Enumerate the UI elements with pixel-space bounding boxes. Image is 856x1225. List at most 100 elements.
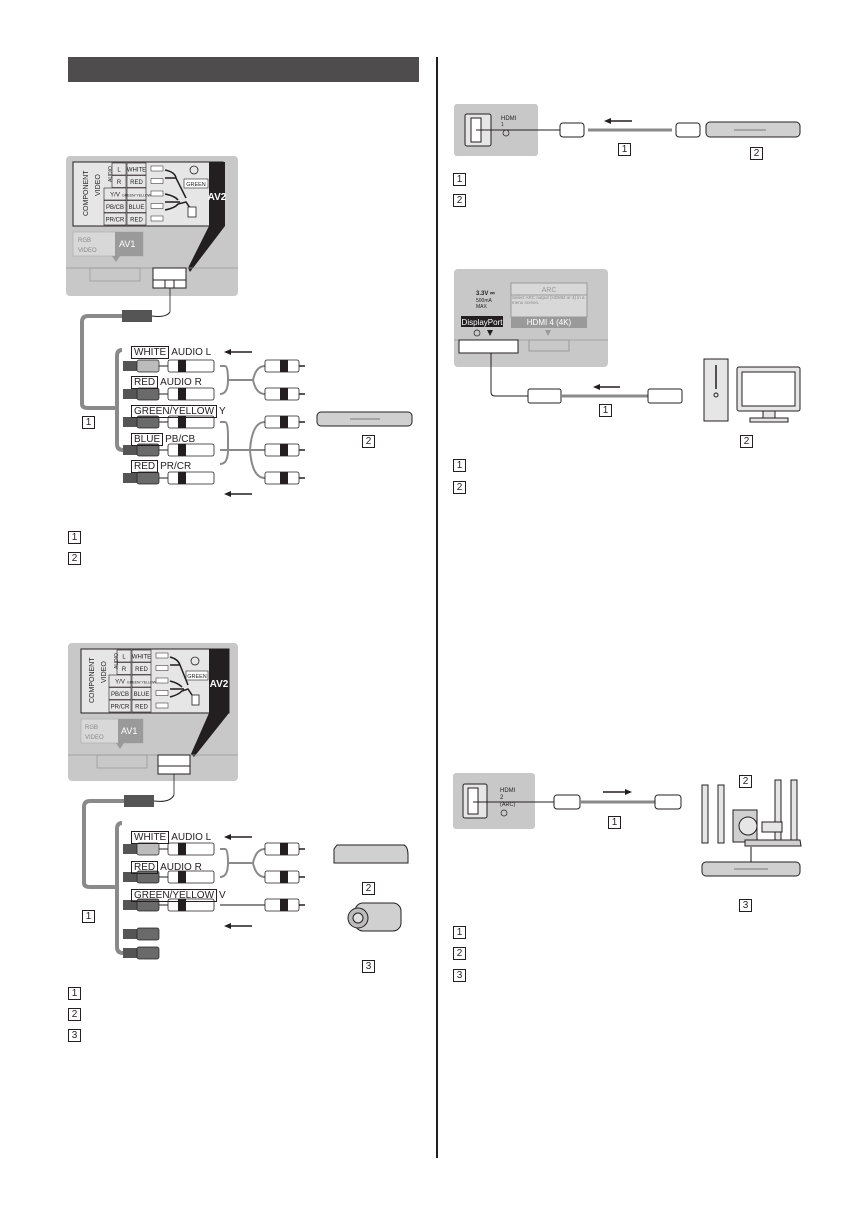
displayport-label: DisplayPort (462, 318, 504, 327)
callout-1: 1 (608, 816, 621, 829)
terminal-signal-label: PR/CR (106, 218, 125, 224)
av1-label: AV1 (119, 239, 135, 249)
av1-rgb-label: RGB (85, 725, 98, 731)
legend-item-1: 1 (453, 173, 466, 186)
terminal-signal-label: L (122, 655, 126, 661)
hdmi-plug (553, 794, 581, 810)
rca-plug-grip (123, 361, 137, 371)
hdmi-port-label: HDMI (500, 788, 516, 794)
av2-label: AV2 (208, 192, 227, 203)
scart-adapter-plug (122, 310, 152, 322)
callout-1: 1 (82, 416, 95, 429)
arc-label: (ARC) (500, 802, 515, 808)
terminal-signal-label: R (122, 667, 127, 673)
input-icon (473, 329, 481, 337)
legend-item-3: 3 (68, 1029, 81, 1042)
rca-connector (136, 359, 160, 373)
rca-connector (136, 471, 160, 485)
rca-plug (167, 387, 215, 401)
terminal-signal-label: PR/CR (111, 705, 130, 711)
scart-adapter-port (152, 267, 187, 289)
set-top-box-icon (333, 844, 409, 864)
hdmi4-label: HDMI 4 (4K) (527, 318, 572, 327)
component-label: COMPONENT (89, 657, 96, 703)
rca-jack-icon (155, 690, 169, 696)
power-spec: 3.3V ⎓ (476, 291, 495, 297)
rca-jack-icon (150, 190, 164, 197)
legend-item-1: 1 (68, 987, 81, 1000)
av1-video-label: VIDEO (85, 735, 104, 741)
terminal-color-label: RED (135, 667, 148, 673)
home-theater-speakers-icon (701, 779, 802, 847)
camcorder-icon (347, 902, 402, 932)
rca-connector (136, 842, 160, 856)
terminal-color-label: RED (130, 218, 143, 224)
legend-item-3: 3 (453, 969, 466, 982)
callout-2: 2 (362, 882, 375, 895)
rca-jack-icon (150, 215, 164, 222)
rca-plug (167, 842, 215, 856)
terminal-signal-label: R (117, 180, 122, 186)
displayport-diagram: 3.3V ⎓ 500mA MAX DisplayPort ARC Select … (454, 269, 801, 423)
rca-plug (167, 443, 215, 457)
section-header-bar (68, 57, 419, 82)
input-icon (500, 809, 508, 817)
terminal-signal-label: Y/V (110, 193, 120, 199)
rca-jack-icon (150, 178, 164, 184)
green-tag: GREEN (186, 182, 206, 188)
legend-item-2: 2 (68, 1008, 81, 1021)
rca-plug-grip (123, 872, 137, 882)
scart-adapter-plug (124, 795, 154, 807)
rca-plug-grip (123, 844, 137, 854)
callout-2: 2 (362, 435, 375, 448)
terminal-color-label: RED (135, 705, 148, 711)
color-tag: WHITE (131, 346, 170, 359)
displayport-plug (527, 388, 562, 404)
rca-connector (136, 387, 160, 401)
hdmi-port-number: 2 (500, 795, 504, 801)
player-device-icon (705, 121, 801, 138)
terminal-signal-label: PB/CB (106, 205, 124, 211)
rca-jack-icon (150, 165, 164, 172)
arc-note: Select ARC output (HDMI2 or 4) in a menu… (512, 295, 585, 305)
input-icon (189, 165, 199, 175)
terminal-color-label: RED (130, 180, 143, 186)
terminal-color-label: GREEN/ YELLOW (122, 194, 152, 198)
hdmi-plug (675, 122, 701, 138)
callout-3: 3 (362, 960, 375, 973)
current-spec: 500mA (476, 298, 493, 304)
rca-plug (167, 471, 215, 485)
legend-item-1: 1 (453, 926, 466, 939)
terminal-color-label: WHITE (127, 168, 146, 174)
green-tag: GREEN (187, 674, 207, 680)
rca-jack-icon (155, 665, 169, 671)
rca-plug-grip (123, 900, 137, 910)
scart-adapter-port (157, 754, 191, 775)
av1-video-label: VIDEO (78, 248, 97, 254)
callout-1: 1 (599, 404, 612, 417)
hdmi-port-number: 1 (501, 122, 504, 128)
terminal-color-label: BLUE (134, 692, 150, 698)
hdmi-plug (559, 122, 585, 138)
av2-black-band (209, 162, 225, 226)
rca-jack-icon (155, 677, 169, 684)
callout-2: 2 (750, 147, 763, 160)
legend-item-2: 2 (68, 552, 81, 565)
callout-1: 1 (618, 143, 631, 156)
terminal-signal-label: Y/V (115, 680, 125, 686)
legend-item-2: 2 (453, 194, 466, 207)
rca-plug-grip (123, 445, 137, 455)
video-label: VIDEO (95, 174, 102, 196)
video-label: VIDEO (101, 661, 108, 683)
column-divider (436, 57, 438, 1158)
hdmi2-arc-diagram: HDMI 2 (ARC) (453, 773, 802, 877)
rca-jack-icon (155, 652, 169, 659)
